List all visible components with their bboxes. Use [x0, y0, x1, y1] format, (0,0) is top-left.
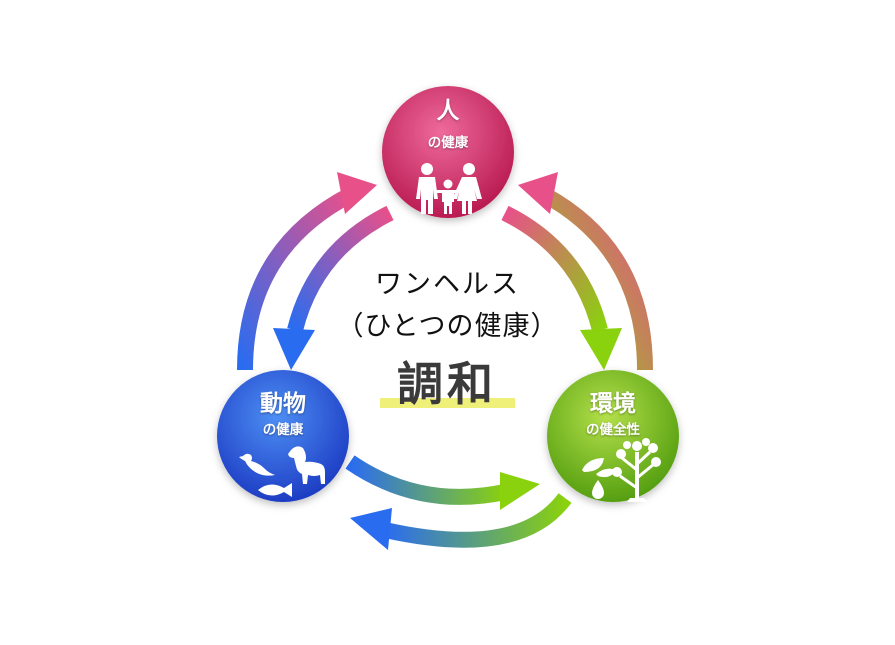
harmony-label: 調和: [397, 357, 497, 411]
environment-node-title: 環境: [590, 391, 636, 417]
family-icon: [416, 163, 482, 214]
animal-node-subtitle: の健康: [262, 422, 304, 438]
plant-tree-icon: [582, 438, 661, 502]
arrow-animal-to-human: [237, 172, 377, 371]
environment-node-subtitle: の健全性: [586, 422, 640, 438]
animal-node-title: 動物: [260, 391, 306, 417]
one-health-subtitle: （ひとつの健康）: [336, 311, 559, 342]
human-health-node: [382, 86, 514, 218]
one-health-title: ワンヘルス: [375, 269, 520, 300]
animals-icon: [239, 446, 325, 497]
arrow-environment-to-animal: [350, 493, 572, 550]
harmony-highlight: [380, 398, 515, 408]
human-node-title: 人: [436, 98, 460, 124]
arrow-environment-to-human: [518, 172, 653, 371]
human-node-subtitle: の健康: [427, 135, 469, 151]
arrow-human-to-animal: [273, 205, 394, 370]
arrow-human-to-environment: [501, 205, 622, 370]
arrow-animal-to-environment: [345, 455, 540, 510]
